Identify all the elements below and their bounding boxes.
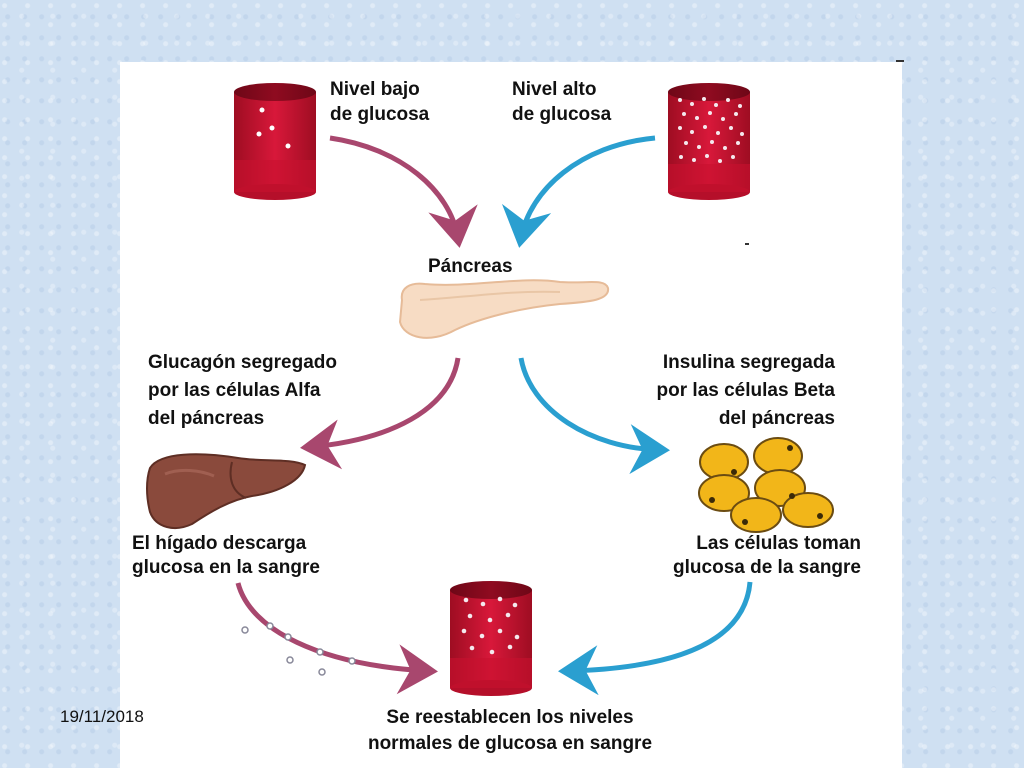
liver-label: El hígado descarga glucosa en la sangre bbox=[132, 533, 320, 578]
cells-to-blood-arrow bbox=[558, 581, 753, 696]
pancreas-icon bbox=[398, 279, 610, 339]
high-glucose-to-pancreas-arrow bbox=[501, 135, 656, 248]
insulin-arrow bbox=[518, 357, 670, 475]
restore-label: Se reestablecen los niveles normales de … bbox=[367, 707, 653, 754]
fat-cells-icon bbox=[698, 437, 834, 533]
normal-glucose-vessel-icon bbox=[450, 581, 532, 696]
high-glucose-vessel-icon bbox=[668, 83, 750, 200]
low-glucose-vessel-icon bbox=[234, 83, 316, 200]
corner-mark bbox=[896, 60, 904, 62]
cells-label: Las células toman glucosa de la sangre bbox=[673, 533, 861, 578]
liver-icon bbox=[146, 453, 307, 529]
high-glucose-label: Nivel alto de glucosa bbox=[512, 79, 612, 125]
pancreas-label: Páncreas bbox=[428, 256, 513, 277]
glucagon-label: Glucagón segregado por las células Alfa … bbox=[148, 352, 337, 429]
glucagon-arrow bbox=[300, 357, 461, 470]
insulin-label: Insulina segregada por las células Beta … bbox=[656, 352, 835, 429]
glucose-particles-icon bbox=[241, 622, 356, 676]
low-glucose-label: Nivel bajo de glucosa bbox=[330, 79, 430, 125]
low-glucose-to-pancreas-arrow bbox=[329, 135, 478, 248]
liver-to-blood-arrow bbox=[235, 582, 438, 695]
slide-date: 19/11/2018 bbox=[60, 707, 144, 726]
